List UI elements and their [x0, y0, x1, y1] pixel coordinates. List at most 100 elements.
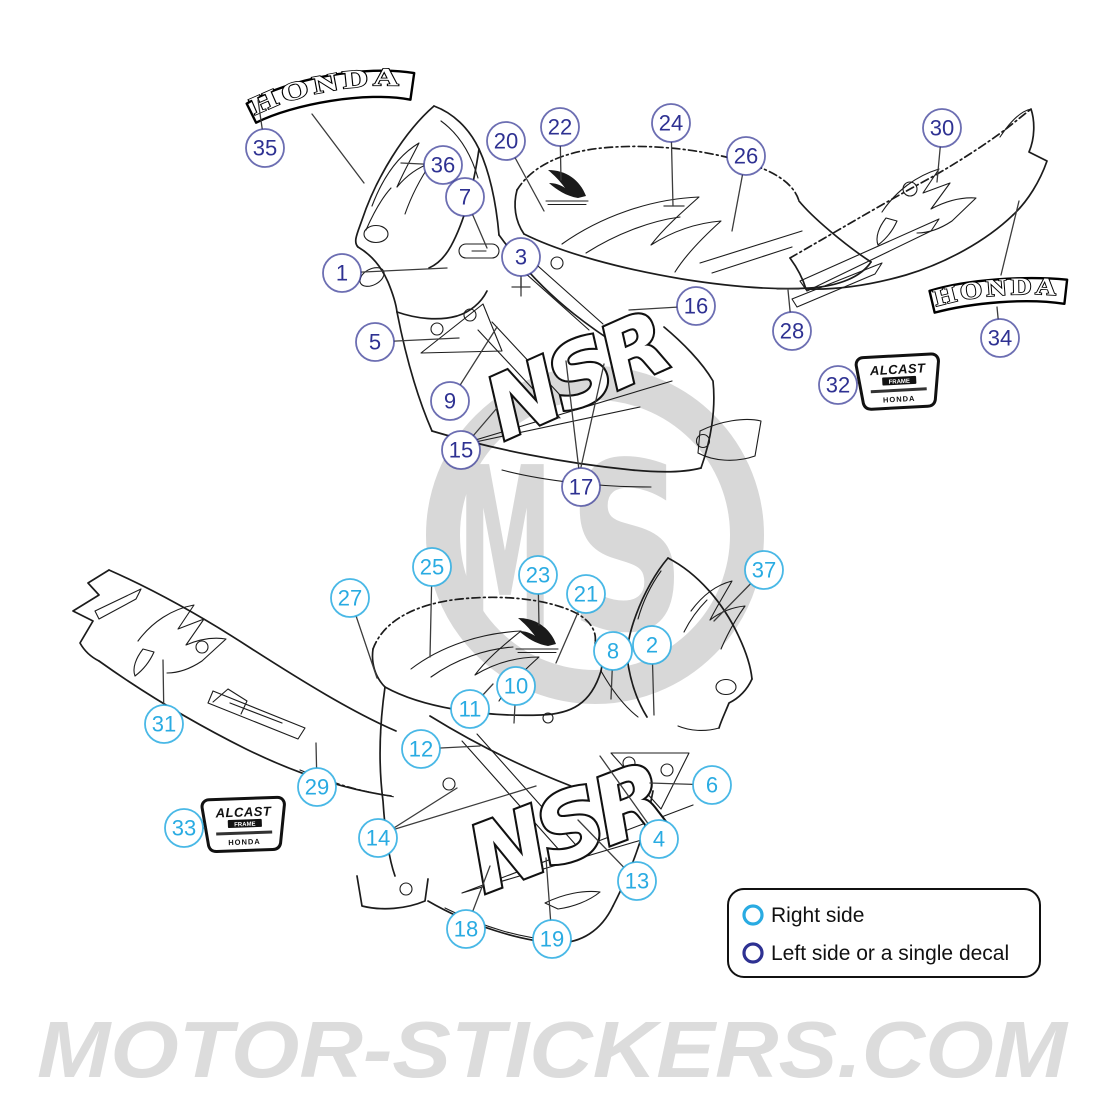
- fairing-right-edge: [663, 326, 715, 469]
- callout-8: 8: [593, 631, 633, 671]
- legend-right-side-label: Right side: [771, 904, 864, 927]
- callout-16-circle: [676, 286, 716, 326]
- tank-front-edge: [514, 189, 525, 235]
- honda-wing-icon: [515, 618, 559, 654]
- callout-24-number: 24: [659, 111, 683, 136]
- callout-33: 33: [164, 808, 204, 848]
- lower-right-flap: [697, 418, 762, 461]
- leader-line-17: [565, 360, 582, 488]
- callout-25: 25: [412, 547, 452, 587]
- callout-23-circle: [518, 555, 558, 595]
- screw-hole: [550, 256, 564, 270]
- screw-hole: [660, 763, 674, 777]
- callout-26-number: 26: [734, 144, 758, 169]
- callout-21-circle: [566, 574, 606, 614]
- tail-lower-edge: [805, 214, 1014, 290]
- fairing-left-edge: [379, 686, 396, 877]
- callout-17-circle: [561, 467, 601, 507]
- callout-29-number: 29: [305, 775, 329, 800]
- screw-hole: [463, 308, 477, 322]
- legend-left-side-dot: [742, 942, 764, 964]
- tail-speed-stripe-inner: [229, 702, 283, 724]
- callout-20-number: 20: [494, 129, 518, 154]
- callout-27: 27: [330, 578, 370, 618]
- callout-13-number: 13: [625, 869, 649, 894]
- alcast-decal-33: ALCAST FRAME HONDA: [200, 795, 286, 853]
- alcast-frame-text: FRAME: [889, 379, 911, 386]
- tail-top-edge: [789, 108, 1032, 259]
- callout-31-circle: [144, 704, 184, 744]
- alcast-footer-text: HONDA: [228, 837, 261, 847]
- nose-inner-lower-line: [396, 290, 488, 320]
- callout-19-number: 19: [540, 927, 564, 952]
- callout-15: 15: [441, 430, 481, 470]
- callout-34: 34: [980, 318, 1020, 358]
- screw-hole: [542, 712, 554, 724]
- callout-30-circle: [922, 108, 962, 148]
- callout-32: 32: [818, 365, 858, 405]
- frame-bar-2: [477, 321, 575, 419]
- callout-4-number: 4: [653, 827, 665, 852]
- tail-bracket: [212, 688, 248, 715]
- callout-10-circle: [496, 666, 536, 706]
- callout-14-number: 14: [366, 826, 390, 851]
- callout-17: 17: [561, 467, 601, 507]
- nsr-underline-stripe: [451, 380, 673, 448]
- nose-stripe-accent: [365, 187, 392, 231]
- alcast-decal-32: ALCAST FRAME HONDA: [854, 352, 940, 411]
- callout-28-number: 28: [780, 319, 804, 344]
- tail-fin: [999, 108, 1032, 138]
- nose-stripe-decal-2: [709, 605, 746, 650]
- callout-30-number: 30: [930, 116, 954, 141]
- callout-35-number: 35: [253, 136, 277, 161]
- callout-9-number: 9: [444, 389, 456, 414]
- callout-23: 23: [518, 555, 558, 595]
- callout-33-number: 33: [172, 816, 196, 841]
- callout-9-circle: [430, 381, 470, 421]
- callout-35-circle: [245, 128, 285, 168]
- tail-speed-stripe-2: [207, 690, 306, 740]
- tank-fairing-join: [600, 670, 639, 718]
- tail-r-graphic: [881, 168, 977, 234]
- callout-19: 19: [532, 919, 572, 959]
- nose-stripe-decal: [690, 580, 733, 621]
- callout-1-number: 1: [336, 261, 348, 286]
- tail-bolt-hole: [195, 640, 209, 654]
- callout-26-circle: [726, 136, 766, 176]
- nose-chin: [718, 678, 753, 729]
- callout-1: 1: [322, 253, 362, 293]
- callout-21: 21: [566, 574, 606, 614]
- callout-34-number: 34: [988, 326, 1012, 351]
- callout-21-number: 21: [574, 582, 598, 607]
- screw-hole: [399, 882, 413, 896]
- nose-front-edge: [354, 105, 435, 248]
- alcast-footer-text: HONDA: [883, 394, 916, 405]
- callout-37-number: 37: [752, 558, 776, 583]
- callout-20: 20: [486, 121, 526, 161]
- callout-24-circle: [651, 103, 691, 143]
- callout-20-circle: [486, 121, 526, 161]
- callout-22-number: 22: [548, 115, 572, 140]
- callout-29: 29: [297, 767, 337, 807]
- mirror-hole: [363, 224, 389, 244]
- legend-right-side-dot: [742, 904, 764, 926]
- alcast-frame-box: [227, 818, 262, 829]
- callout-25-number: 25: [420, 555, 444, 580]
- callout-24: 24: [651, 103, 691, 143]
- callout-6-circle: [692, 765, 732, 805]
- callout-16: 16: [676, 286, 716, 326]
- nose-stripe-decal: [371, 142, 420, 207]
- inner-triangle-panel: [420, 303, 503, 354]
- tail-r-graphic-blob: [876, 217, 898, 246]
- fairing-right-edge: [612, 790, 654, 907]
- tank-swoosh-echo: [585, 216, 681, 254]
- callout-11: 11: [450, 689, 490, 729]
- callout-5: 5: [355, 322, 395, 362]
- callout-10-number: 10: [504, 674, 528, 699]
- callout-28: 28: [772, 311, 812, 351]
- callout-35: 35: [245, 128, 285, 168]
- callout-6-number: 6: [706, 773, 718, 798]
- callout-15-circle: [441, 430, 481, 470]
